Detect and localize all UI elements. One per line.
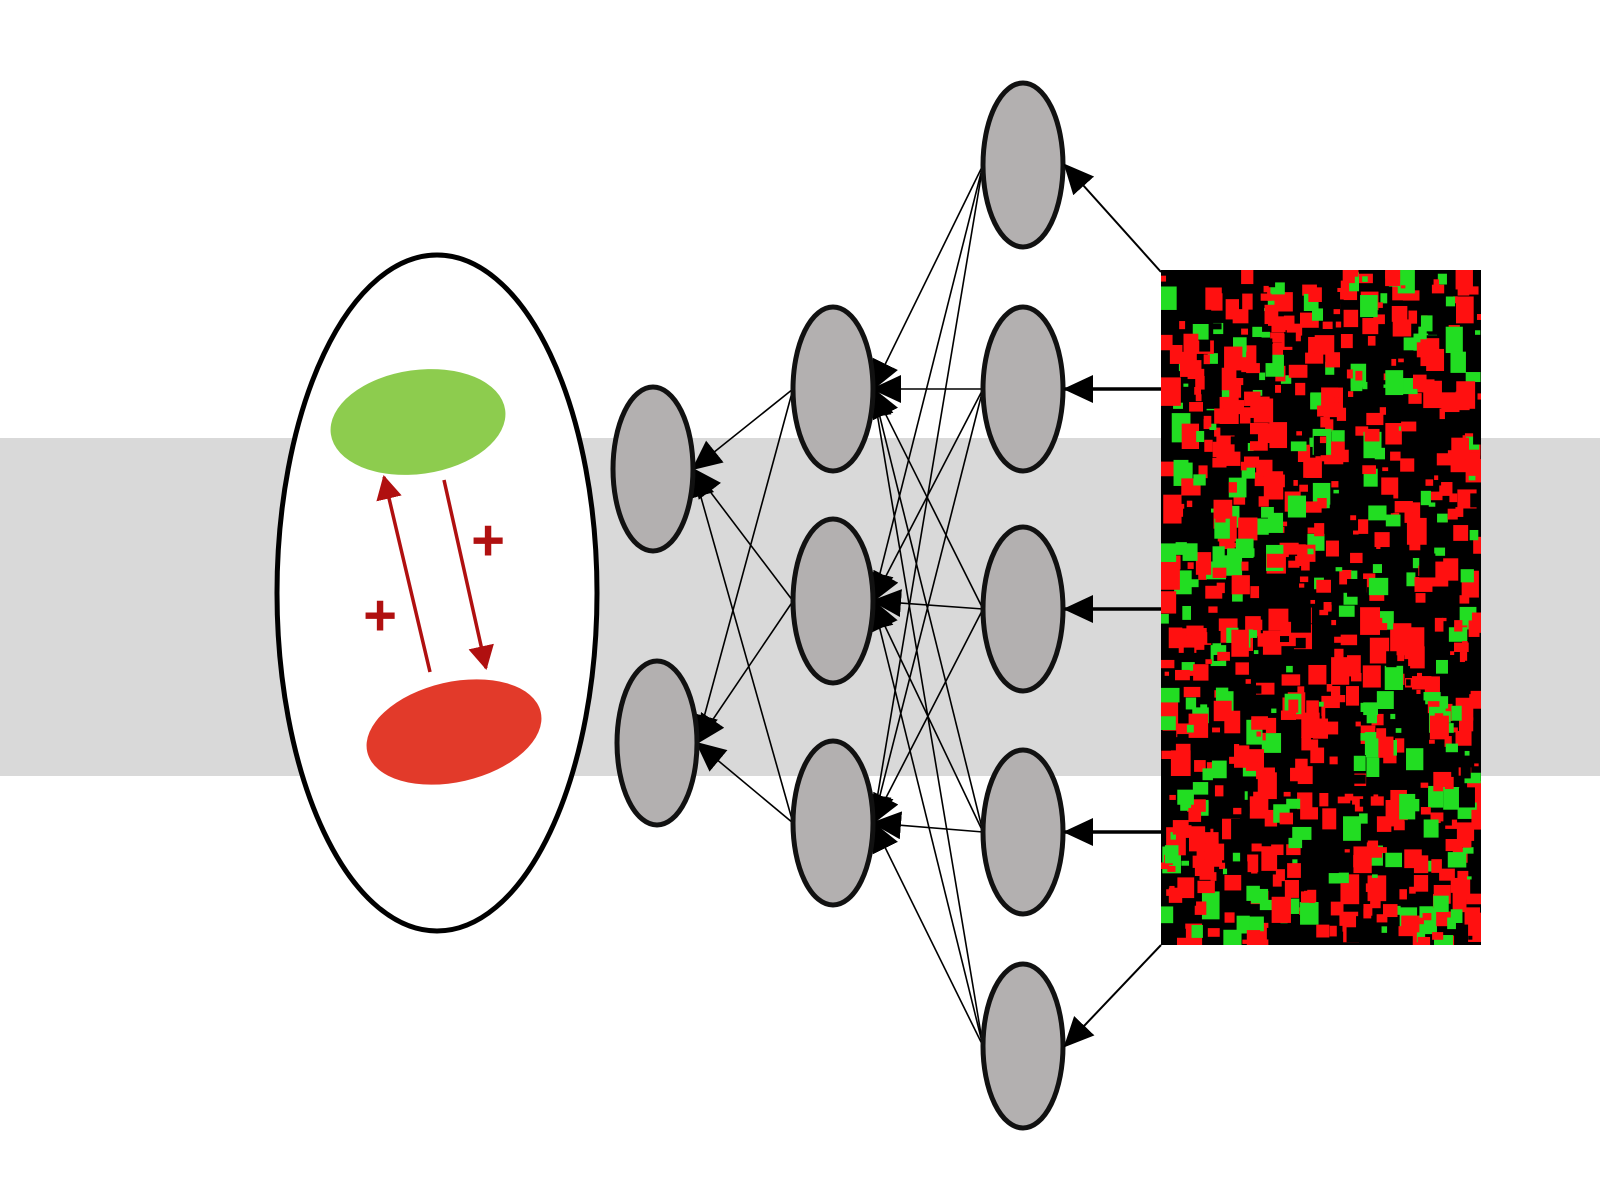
network-connections	[687, 164, 984, 1047]
connection-line	[687, 467, 794, 824]
first-layer-node-1	[980, 80, 1066, 250]
connection-line	[866, 387, 984, 833]
connection-line	[872, 388, 984, 603]
input-arrow	[1063, 944, 1162, 1048]
connection-line	[691, 388, 794, 471]
red-cluster	[366, 679, 542, 785]
green-cluster	[330, 369, 506, 475]
network-nodes	[610, 80, 1066, 1131]
input-arrow	[1063, 163, 1162, 273]
cluster-circle	[274, 252, 600, 934]
first-layer-node-3	[980, 524, 1066, 694]
connection-line	[872, 164, 984, 391]
interaction-arrow-down	[442, 479, 494, 670]
interaction-arrow-up	[376, 475, 432, 673]
connection-line	[872, 387, 984, 610]
hidden-node-3	[790, 738, 876, 908]
hidden-node-2	[790, 516, 876, 686]
connection-line	[690, 388, 794, 745]
cluster-diagram: + +	[274, 252, 600, 934]
interaction-sign-right: +	[471, 508, 505, 573]
output-node-2	[614, 658, 700, 828]
first-layer-node-4	[980, 747, 1066, 917]
connection-line	[695, 600, 794, 745]
hidden-node-1	[790, 304, 876, 474]
connection-line	[695, 741, 794, 824]
connection-line	[866, 599, 984, 1047]
output-node-1	[610, 384, 696, 554]
connection-line	[866, 164, 984, 603]
first-layer-node-2	[980, 304, 1066, 474]
connection-line	[863, 387, 984, 1047]
spin-configuration-image	[1161, 270, 1481, 945]
first-layer-node-5	[980, 961, 1066, 1131]
connection-line	[866, 388, 984, 825]
input-arrows	[1063, 163, 1162, 1048]
connection-line	[872, 821, 984, 1047]
interaction-sign-left: +	[363, 583, 397, 648]
